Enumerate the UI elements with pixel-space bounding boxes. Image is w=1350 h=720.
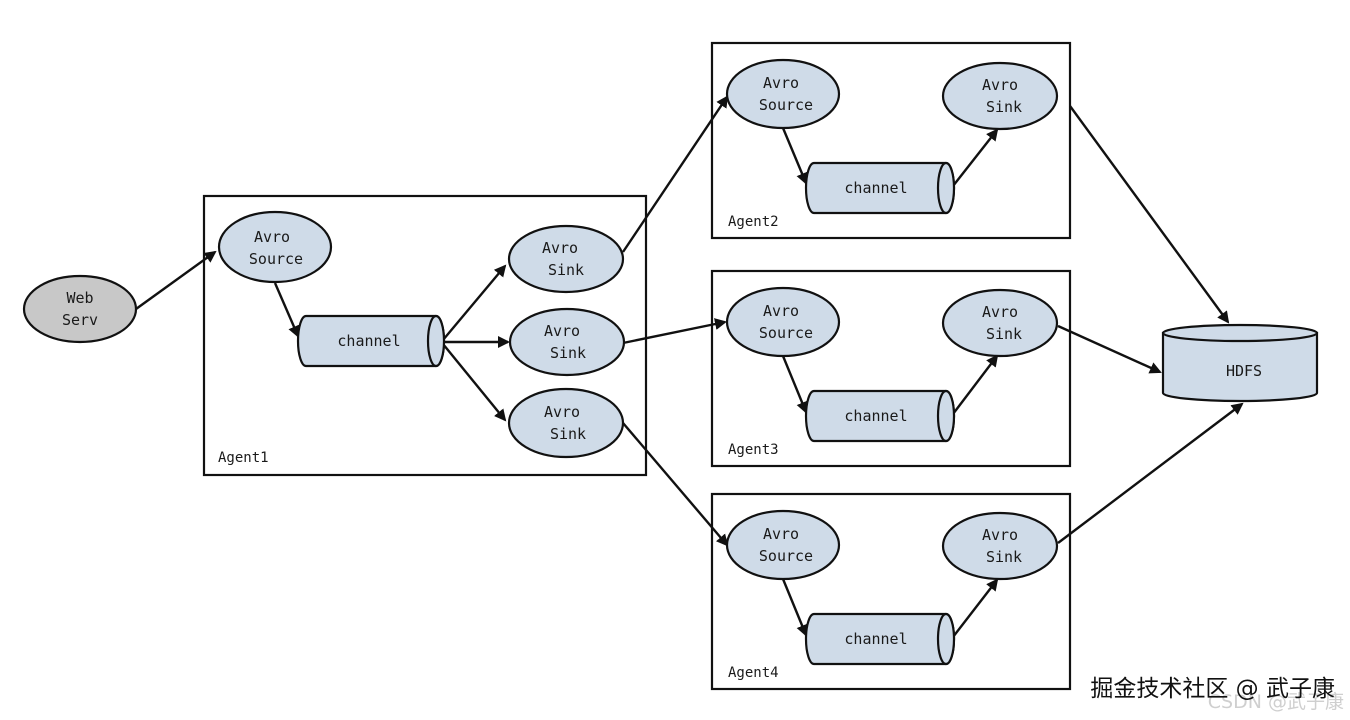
agent1-channel-node: channel (296, 314, 446, 368)
edge-agent3-sink-to-hdfs (1057, 324, 1162, 374)
agent2-source-node: Avro Source (725, 58, 841, 130)
agent2-sink-line1: Avro (982, 76, 1018, 94)
agent1-box (202, 194, 648, 477)
agent3-sink-node: Avro Sink (941, 288, 1059, 358)
hdfs-node: HDFS (1161, 323, 1319, 403)
edge-agent2-source-to-channel (781, 127, 808, 185)
agent3-sink-line1: Avro (982, 303, 1018, 321)
csdn-watermark: CSDN @武子康 (1207, 691, 1344, 713)
web-server-line2: Serv (62, 311, 98, 329)
agent3-channel-node: channel (804, 389, 956, 443)
agent4-sink-node: Avro Sink (941, 511, 1059, 581)
agent1-channel-label: channel (337, 332, 400, 350)
agent1-label: Agent1 (218, 450, 269, 466)
hdfs-label: HDFS (1226, 362, 1262, 380)
agent1-source-line1: Avro (254, 228, 290, 246)
edge-agent1-sink3-to-agent4 (622, 422, 729, 547)
agent4-box (710, 492, 1072, 691)
agent2-box (710, 41, 1072, 240)
agent1-sink-3-line1: Avro (544, 403, 580, 421)
agent1-sink-2-node: Avro Sink (508, 307, 626, 377)
agent2-sink-line2: Sink (986, 98, 1022, 116)
edge-agent1-channel-to-sink3 (442, 343, 507, 422)
edge-agent3-source-to-channel (781, 355, 808, 414)
agent1-source-line2: Source (249, 250, 303, 268)
agent3-source-line2: Source (759, 324, 813, 342)
agent4-channel-node: channel (804, 612, 956, 666)
agent3-source-line1: Avro (763, 302, 799, 320)
agent4-source-line2: Source (759, 547, 813, 565)
agent2-label: Agent2 (728, 214, 779, 230)
agent1-source-node: Avro Source (217, 210, 333, 284)
agent1-sink-1-line2: Sink (548, 261, 584, 279)
agent4-source-node: Avro Source (725, 509, 841, 581)
agent4-source-line1: Avro (763, 525, 799, 543)
edge-agent3-channel-to-sink (952, 354, 999, 415)
edge-agent2-channel-to-sink (952, 128, 999, 187)
agent3-source-node: Avro Source (725, 286, 841, 358)
agent3-sink-line2: Sink (986, 325, 1022, 343)
agent1-sink-3-node: Avro Sink (507, 387, 625, 459)
edge-web-to-agent1-source (135, 250, 217, 310)
edge-agent4-source-to-channel (781, 578, 808, 637)
edge-agent1-sink2-to-agent3 (622, 318, 727, 345)
agent2-source-line2: Source (759, 96, 813, 114)
agent1-sink-2-line1: Avro (544, 322, 580, 340)
agent2-channel-label: channel (844, 179, 907, 197)
web-server-node: Web Serv (22, 274, 138, 344)
agent1-sink-3-line2: Sink (550, 425, 586, 443)
agent4-label: Agent4 (728, 665, 779, 681)
juejin-watermark: 掘金技术社区 @ 武子康 (1090, 676, 1335, 702)
edge-agent1-channel-to-sink1 (442, 264, 507, 341)
agent3-label: Agent3 (728, 442, 779, 458)
agent4-channel-label: channel (844, 630, 907, 648)
agent1-sink-1-node: Avro Sink (507, 224, 625, 294)
edge-agent1-sink1-to-agent2 (622, 95, 729, 253)
web-server-line1: Web (66, 289, 93, 307)
edge-agent2-sink-to-hdfs (1069, 105, 1230, 324)
edge-agent1-source-to-channel (273, 282, 300, 338)
edge-agent4-channel-to-sink (952, 578, 999, 638)
agent4-sink-line2: Sink (986, 548, 1022, 566)
agent3-channel-label: channel (844, 407, 907, 425)
agent3-box (710, 269, 1072, 468)
agent4-sink-line1: Avro (982, 526, 1018, 544)
agent2-sink-node: Avro Sink (941, 61, 1059, 131)
agent1-sink-2-line2: Sink (550, 344, 586, 362)
edge-agent4-sink-to-hdfs (1057, 402, 1244, 544)
agent2-channel-node: channel (804, 161, 956, 215)
agent1-sink-1-line1: Avro (542, 239, 578, 257)
agent2-source-line1: Avro (763, 74, 799, 92)
